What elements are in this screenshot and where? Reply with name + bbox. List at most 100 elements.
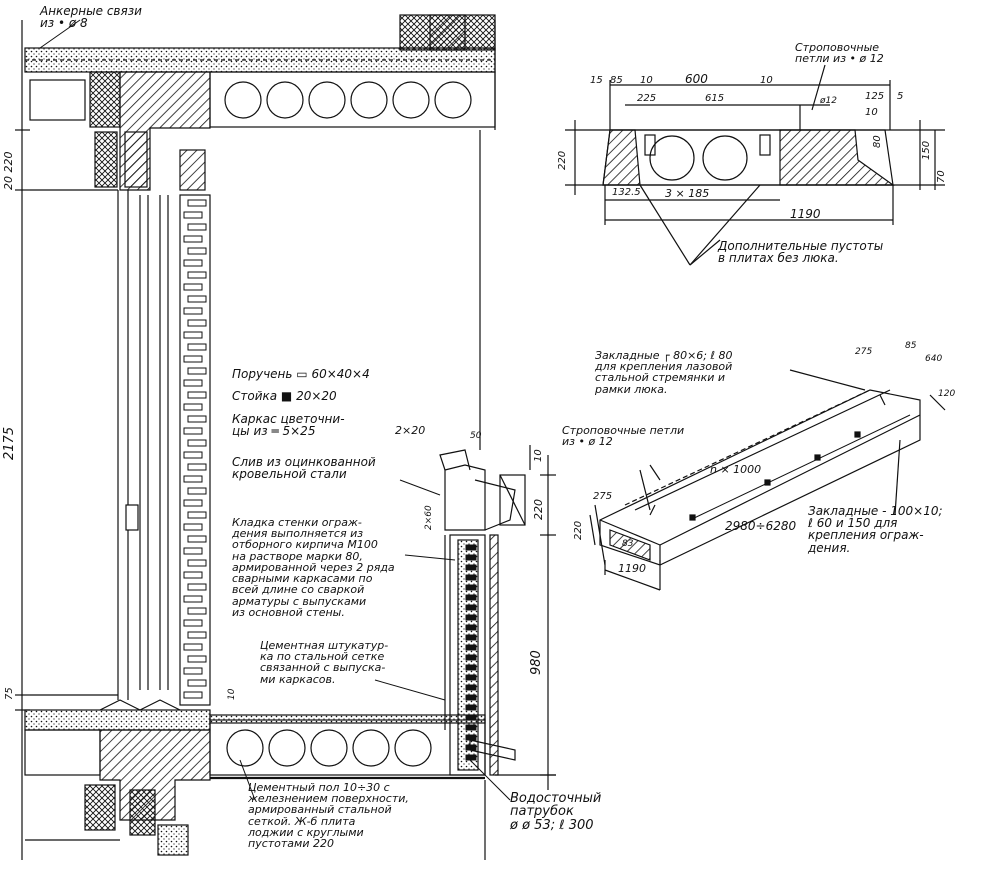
brick [187,439,207,447]
dim-2x60: 2×60 [424,505,434,530]
brick [183,547,203,555]
dim-150: 150 [921,140,932,160]
brick [183,379,203,387]
slings-top-note: Строповочные петли из • ø 12 [795,41,884,66]
dim-15: 15 [590,75,603,86]
dim-80: 80 [872,135,883,148]
dim-85: 85 [610,75,623,86]
brick [187,487,207,495]
dim-600: 600 [685,72,708,86]
brick [183,595,203,603]
brick [187,271,207,279]
dim-10b: 10 [760,75,773,86]
dim-2175: 2175 [2,426,17,460]
brick [183,475,203,483]
brick [187,679,207,687]
dim-980: 980 [529,650,544,675]
handrail-note: Поручень ▭ 60×40×4 [232,367,370,381]
brick [183,307,203,315]
dim-20-220: 20 220 [2,151,15,191]
leader-lines [39,19,511,801]
dim-132: 132.5 [612,187,641,198]
dim-83: 83 [622,539,634,549]
dim-70: 70 [936,170,947,183]
brick [187,367,207,375]
plaster-note: Цементная штукатур- ка по стальной сетке… [260,639,389,686]
brick [187,415,207,423]
brick [187,391,207,399]
floor-note: Цементный пол 10÷30 с железнением поверх… [248,781,409,851]
slings-iso-note: Строповочные петли из • ø 12 [562,424,685,449]
dim-75: 75 [4,687,15,700]
brick [187,199,207,207]
dim-220r: 220 [532,499,545,520]
drain-note: Водосточный патрубок ø ø 53; ℓ 300 [510,791,602,833]
post-note: Стойка ■ 20×20 [232,389,337,403]
brick [183,667,203,675]
brick [187,295,207,303]
brick [187,511,207,519]
dim-120: 120 [938,389,956,399]
embedded-plate-note: Закладные - 100×10; ℓ 60 и 150 для крепл… [808,504,943,555]
brick [183,235,203,243]
brick [187,535,207,543]
brick [183,403,203,411]
brick [183,451,203,459]
brick [187,631,207,639]
dim-125: 125 [865,91,885,102]
extra-voids-note: Дополнительные пустоты в плитах без люка… [718,239,884,266]
brick-column [179,194,211,706]
dim-d12: ø12 [820,96,837,106]
brick [187,223,207,231]
flowerbox-note: Каркас цветочни- цы из ═ 5×25 [232,412,345,439]
brick [183,211,203,219]
dim-10r: 10 [533,449,544,462]
dim-10c: 10 [865,107,878,118]
dim-220i: 220 [573,520,584,540]
brick [183,331,203,339]
dim-5: 5 [897,91,904,102]
brick [187,583,207,591]
dim-3x185: 3 × 185 [665,187,710,200]
dim-50: 50 [470,431,482,441]
brick [183,427,203,435]
dim-1190s: 1190 [790,207,821,221]
dim-615: 615 [705,93,725,104]
brick [183,523,203,531]
dim-2980: 2980÷6280 [725,519,797,533]
brick [183,691,203,699]
brick [187,655,207,663]
slab-isometric [589,369,946,591]
dim-220s: 220 [557,150,568,170]
dim-1190i: 1190 [618,562,646,575]
brick [183,259,203,267]
brick [183,619,203,627]
brick [183,355,203,363]
flowerbox-dim: 2×20 [395,424,426,437]
drip-note: Слив из оцинкованной кровельной стали [232,455,376,482]
embedded-angle-note: Закладные ┌ 80×6; ℓ 80 для крепления лаз… [595,349,733,396]
dim-225: 225 [637,93,657,104]
brick [187,463,207,471]
slab-cross-section [565,64,945,266]
brick [183,571,203,579]
dim-640: 640 [925,354,943,364]
brick [183,499,203,507]
brick [187,319,207,327]
wall-section [15,14,556,860]
dim-10a: 10 [640,75,653,86]
brick [183,283,203,291]
brick [187,607,207,615]
masonry-note: Кладка стенки ограж- дения выполняется и… [232,516,395,619]
dim-275b: 275 [593,491,613,502]
dim-275: 275 [855,347,873,357]
brick [187,247,207,255]
brick [187,343,207,351]
dim-10l: 10 [227,688,237,700]
brick [187,559,207,567]
dim-85i: 85 [905,341,917,351]
brick [183,643,203,651]
anchor-ties-note: Анкерные связи из • ø 8 [40,4,142,31]
dim-n1000: n × 1000 [710,463,762,476]
